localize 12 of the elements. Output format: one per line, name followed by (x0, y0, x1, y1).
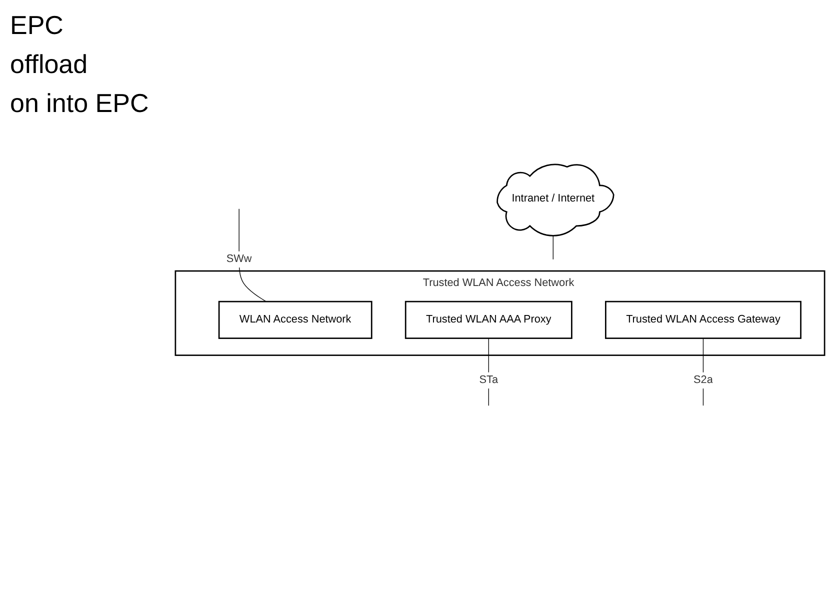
note-text: on into EPC (10, 88, 150, 119)
node-box: Trusted WLAN Access Gateway (605, 300, 802, 339)
node-box: Trusted WLAN AAA Proxy (404, 300, 572, 339)
node-box: WLAN Access Network (218, 300, 372, 339)
edge-label: SWw (226, 253, 252, 265)
note-text: EPC (10, 10, 64, 41)
edge-label: S2a (694, 374, 713, 386)
edge-label: STa (479, 374, 498, 386)
connector (552, 234, 554, 260)
connector (702, 338, 704, 406)
connector (488, 338, 489, 406)
note-text: offload (10, 49, 89, 80)
